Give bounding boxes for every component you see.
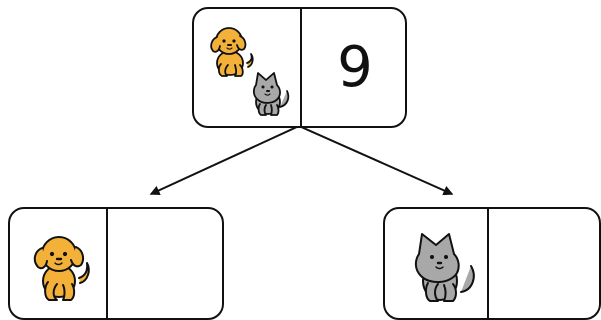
bottom-right-card	[383, 207, 601, 320]
bottom-left-card	[8, 207, 224, 320]
bottom-right-divider	[487, 209, 489, 318]
left-arrow	[149, 125, 300, 195]
top-card-number: 9	[337, 34, 373, 100]
top-card-divider	[300, 9, 302, 126]
right-arrow	[298, 125, 454, 196]
dog-icon	[210, 27, 254, 77]
cat-icon	[252, 72, 290, 116]
dog-icon	[33, 236, 90, 301]
bottom-left-divider	[106, 209, 108, 318]
top-number-card: 9	[192, 7, 407, 128]
cat-icon	[414, 233, 475, 302]
